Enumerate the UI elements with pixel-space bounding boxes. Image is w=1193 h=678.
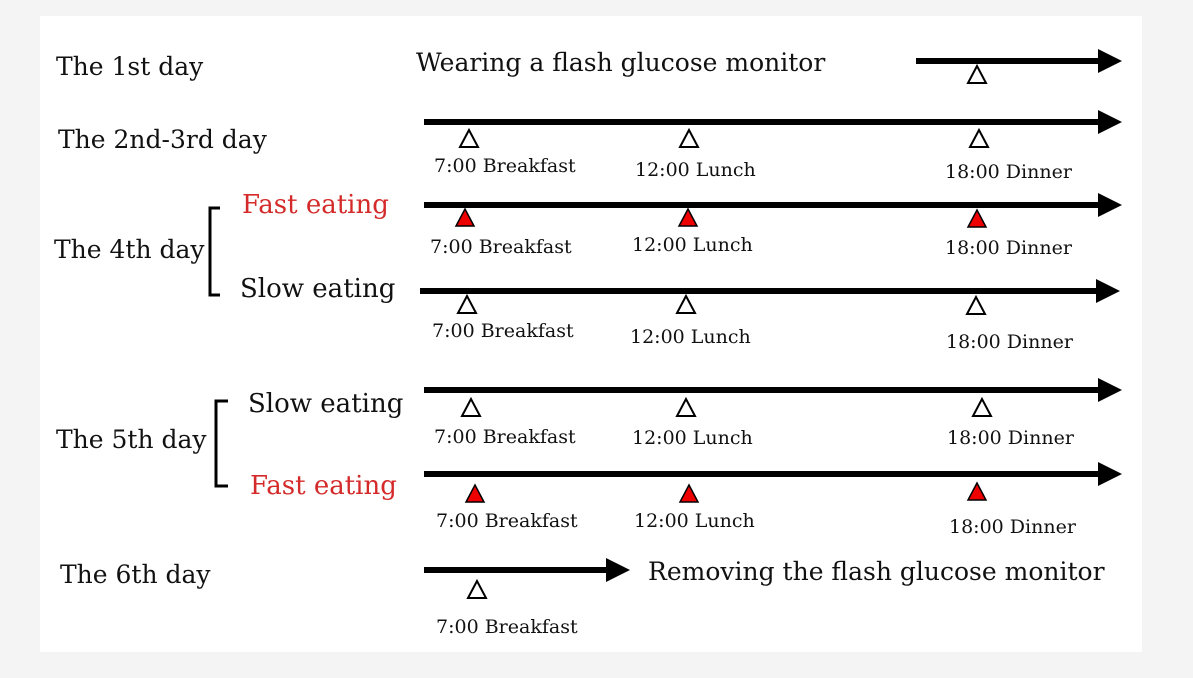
day-label-5th: The 5th day [56, 425, 207, 454]
meal-label-d5slow-lunch: 12:00 Lunch [632, 427, 753, 449]
bracket-day5 [214, 399, 228, 488]
day-label-6th: The 6th day [60, 560, 211, 589]
meal-label-d5fast-lunch: 12:00 Lunch [634, 510, 755, 532]
meal-marker-day1-1 [966, 63, 988, 84]
phase-label-day4-slow: Slow eating [240, 274, 396, 304]
meal-marker-day4-slow-3 [965, 294, 987, 315]
day-label-1st: The 1st day [56, 52, 204, 81]
phase-label-day4-fast: Fast eating [242, 190, 389, 220]
meal-marker-fast-day5-fast-3 [966, 481, 988, 501]
meal-label-d4slow-lunch: 12:00 Lunch [630, 326, 751, 348]
meal-marker-fast-day4-fast-1 [454, 207, 476, 227]
meal-label-d5fast-dinner: 18:00 Dinner [949, 516, 1076, 538]
meal-label-d4fast-dinner: 18:00 Dinner [945, 237, 1072, 259]
meal-marker-fast-day4-fast-3 [966, 208, 988, 228]
meal-label-d5slow-dinner: 18:00 Dinner [947, 427, 1074, 449]
meal-label-d6-breakfast: 7:00 Breakfast [436, 616, 578, 638]
meal-label-d23-breakfast: 7:00 Breakfast [434, 155, 576, 177]
meal-label-d5fast-breakfast: 7:00 Breakfast [436, 510, 578, 532]
meal-label-d4slow-breakfast: 7:00 Breakfast [432, 320, 574, 342]
meal-marker-fast-day5-fast-1 [464, 483, 486, 503]
meal-marker-day2-3-1 [458, 127, 480, 148]
meal-marker-fast-day5-fast-2 [678, 483, 700, 503]
day-label-4th: The 4th day [54, 235, 205, 264]
meal-marker-day4-slow-2 [675, 293, 697, 314]
note-removing-monitor: Removing the flash glucose monitor [648, 557, 1105, 586]
note-wearing-monitor: Wearing a flash glucose monitor [416, 48, 826, 77]
meal-marker-day5-slow-3 [971, 396, 993, 417]
meal-label-d5slow-breakfast: 7:00 Breakfast [434, 426, 576, 448]
meal-marker-day2-3-3 [968, 127, 990, 148]
meal-marker-fast-day4-fast-2 [677, 207, 699, 227]
meal-label-d4slow-dinner: 18:00 Dinner [946, 331, 1073, 353]
phase-label-day5-slow: Slow eating [248, 389, 404, 419]
meal-marker-day5-slow-2 [675, 396, 697, 417]
meal-marker-day2-3-2 [678, 127, 700, 148]
meal-label-d23-lunch: 12:00 Lunch [635, 159, 756, 181]
meal-label-d23-dinner: 18:00 Dinner [945, 161, 1072, 183]
meal-label-d4fast-lunch: 12:00 Lunch [632, 234, 753, 256]
meal-marker-day6-1 [466, 578, 488, 599]
bracket-day4 [208, 206, 220, 297]
meal-marker-day5-slow-1 [460, 396, 482, 417]
meal-marker-day4-slow-1 [456, 293, 478, 314]
day-label-2nd-3rd: The 2nd-3rd day [58, 125, 267, 154]
phase-label-day5-fast: Fast eating [250, 471, 397, 501]
meal-label-d4fast-breakfast: 7:00 Breakfast [430, 236, 572, 258]
